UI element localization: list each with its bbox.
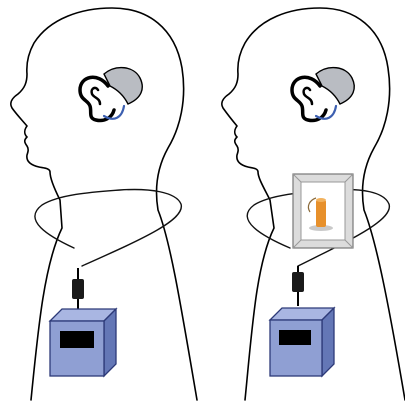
- right-processor-display: [279, 330, 311, 345]
- left-figure: [11, 8, 197, 400]
- right-processor-box-icon: [270, 308, 334, 376]
- left-hearing-aid-body-icon: [104, 68, 142, 104]
- left-cord-loop: [35, 190, 181, 266]
- left-cable-connector-icon: [72, 268, 84, 314]
- right-ear-inner-icon: [304, 88, 312, 104]
- right-implant-inset-icon: [293, 174, 353, 248]
- left-processor-box-icon: [50, 309, 116, 376]
- left-processor-display: [60, 331, 94, 348]
- right-hearing-aid-body-icon: [316, 68, 354, 104]
- right-ear-hearing-aid: [292, 68, 354, 121]
- left-ear-inner-icon: [92, 88, 100, 104]
- left-ear-hearing-aid: [80, 68, 142, 121]
- right-figure: [222, 8, 405, 400]
- right-cable-connector-icon: [292, 266, 304, 306]
